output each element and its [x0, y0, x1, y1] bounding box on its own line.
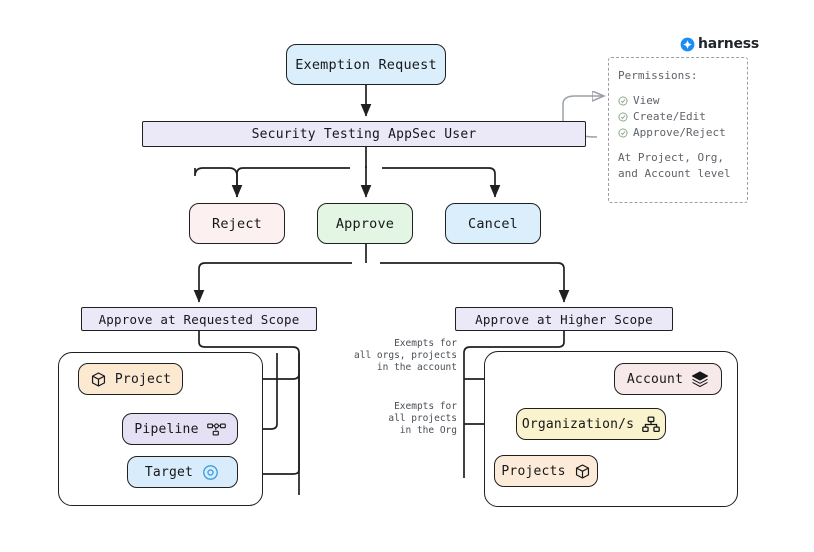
account-node[interactable]: Account [614, 363, 722, 395]
approve-node[interactable]: Approve [317, 203, 413, 244]
permission-item-view: View [618, 93, 738, 109]
project-label: Project [114, 371, 172, 387]
org-chart-icon [642, 415, 661, 432]
account-exempt-edge-label: Exempts for all orgs, projects in the ac… [352, 338, 457, 374]
permission-label: View [633, 94, 660, 107]
permission-label: Create/Edit [633, 110, 706, 123]
cube-icon [575, 463, 589, 479]
harness-mark-icon [680, 37, 695, 51]
permissions-footer-line2: and Account level [618, 167, 731, 180]
permission-label: Approve/Reject [633, 126, 726, 139]
target-node[interactable]: Target [127, 456, 238, 488]
reject-node[interactable]: Reject [189, 203, 285, 244]
projects-label: Projects [501, 463, 566, 479]
harness-logo: harness [680, 36, 759, 52]
higher-scope-header[interactable]: Approve at Higher Scope [455, 307, 673, 331]
requested-scope-header[interactable]: Approve at Requested Scope [81, 307, 317, 331]
target-label: Target [144, 464, 194, 480]
permissions-title: Permissions: [618, 69, 698, 82]
project-node[interactable]: Project [78, 363, 183, 395]
exemption-request-node[interactable]: Exemption Request [286, 44, 446, 85]
layers-icon [692, 371, 709, 388]
pipeline-node[interactable]: Pipeline [122, 413, 238, 445]
target-icon [203, 464, 218, 480]
cube-icon [91, 371, 105, 387]
check-circle-icon [618, 112, 628, 122]
permissions-footer-line1: At Project, Org, [618, 151, 724, 164]
organization-label: Organization/s [521, 416, 635, 432]
org-exempt-edge-label: Exempts for all projects in the Org [352, 401, 457, 437]
account-label: Account [626, 371, 684, 387]
projects-node[interactable]: Projects [494, 455, 598, 487]
pipeline-label: Pipeline [134, 421, 199, 437]
permissions-box: Permissions: View Create/Edit Approve/Re… [608, 57, 748, 203]
check-circle-icon [618, 96, 628, 106]
harness-wordmark: harness [698, 36, 760, 52]
pipeline-icon [206, 422, 226, 436]
appsec-user-node[interactable]: Security Testing AppSec User [142, 121, 586, 147]
permission-item-create-edit: Create/Edit [618, 109, 738, 125]
cancel-node[interactable]: Cancel [445, 203, 541, 244]
check-circle-icon [618, 128, 628, 138]
organization-node[interactable]: Organization/s [516, 408, 666, 440]
permission-item-approve-reject: Approve/Reject [618, 125, 738, 141]
